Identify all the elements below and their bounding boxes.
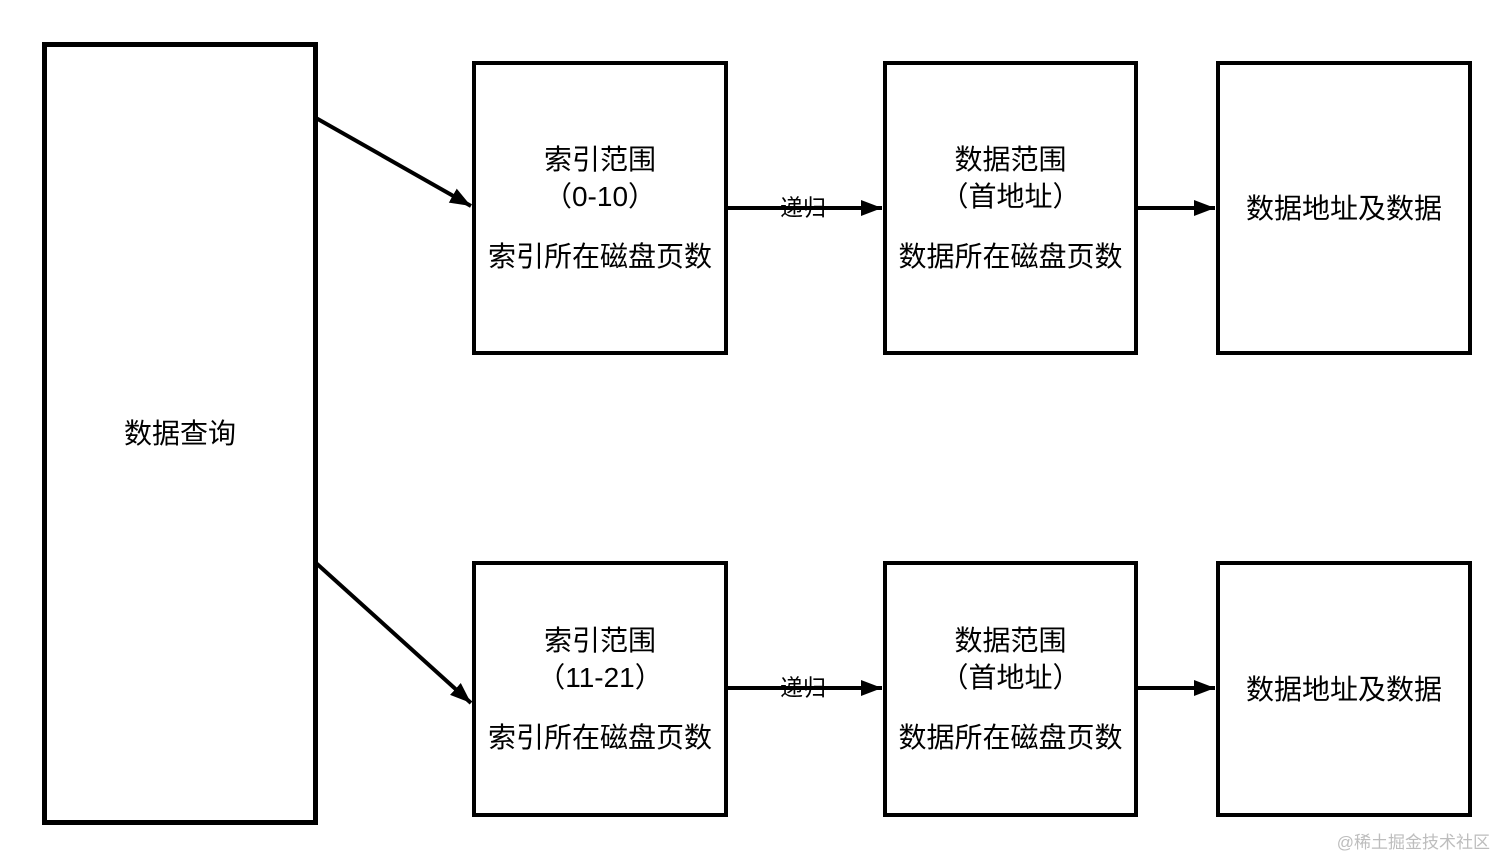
- arrow-query-to-index-top: [315, 116, 472, 208]
- recursion-arrow-label-bottom: 递归: [780, 674, 826, 701]
- index-range-value: （11-21）: [537, 662, 663, 693]
- arrow-query-to-index-bottom: [314, 561, 473, 705]
- data-range-title: 数据范围: [954, 144, 1067, 175]
- index-range-subtitle: 索引所在磁盘页数: [487, 241, 712, 272]
- result-box-label: 数据地址及数据: [1245, 192, 1442, 224]
- data-range-box-top-heading: 数据范围 （首地址）: [940, 141, 1080, 215]
- index-range-subtitle: 索引所在磁盘页数: [487, 722, 712, 753]
- index-range-title: 索引范围: [543, 625, 656, 656]
- query-box-label: 数据查询: [123, 418, 236, 449]
- data-range-box-bottom-heading: 数据范围 （首地址）: [940, 622, 1080, 696]
- query-box: 数据查询: [42, 42, 318, 825]
- index-range-box-bottom-heading: 索引范围 （11-21）: [537, 622, 663, 696]
- recursion-arrow-label-top: 递归: [780, 194, 826, 221]
- result-box-bottom: 数据地址及数据: [1216, 561, 1472, 817]
- index-range-title: 索引范围: [543, 144, 656, 175]
- watermark: @稀土掘金技术社区: [1336, 833, 1490, 852]
- data-range-title: 数据范围: [954, 625, 1067, 656]
- data-range-box-top: 数据范围 （首地址） 数据所在磁盘页数: [883, 61, 1138, 355]
- data-range-subtitle: 数据所在磁盘页数: [898, 722, 1123, 753]
- index-range-box-top-heading: 索引范围 （0-10）: [544, 141, 656, 215]
- result-box-top: 数据地址及数据: [1216, 61, 1472, 355]
- index-range-value: （0-10）: [543, 181, 657, 212]
- data-range-subtitle: 数据所在磁盘页数: [898, 241, 1123, 272]
- data-range-box-bottom: 数据范围 （首地址） 数据所在磁盘页数: [883, 561, 1138, 817]
- result-box-label: 数据地址及数据: [1245, 673, 1442, 705]
- index-range-box-top: 索引范围 （0-10） 索引所在磁盘页数: [472, 61, 728, 355]
- index-range-box-bottom: 索引范围 （11-21） 索引所在磁盘页数: [472, 561, 728, 817]
- data-range-value: （首地址）: [940, 662, 1081, 693]
- data-range-value: （首地址）: [940, 181, 1081, 212]
